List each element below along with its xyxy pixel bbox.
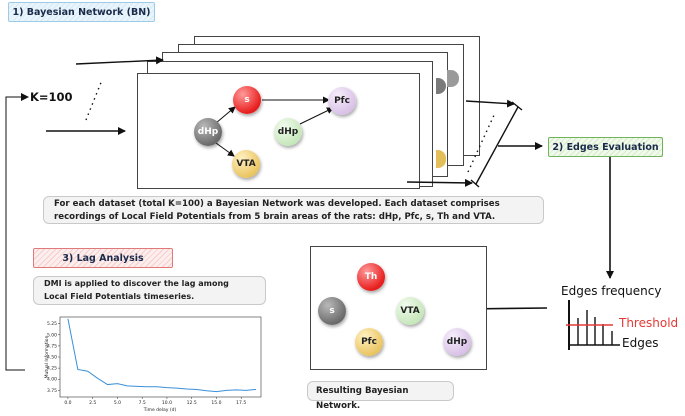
lag-description: DMI is applied to discover the lag among… (33, 276, 266, 305)
chart-plot-frame (59, 316, 262, 398)
input-dots (85, 79, 103, 121)
edges-axis-label: Edges (622, 336, 659, 350)
x-tick-label: 5.0 (114, 400, 121, 406)
y-tick-label: 5.00 (47, 332, 57, 338)
lag-chart: 3.75 4.00 4.25 4.50 4.75 5.00 5.25 0.0 2.5 5.0 7.… (44, 316, 262, 412)
bn-node-pfc: Pfc (328, 87, 356, 115)
x-axis-label: Time delay (d) (143, 407, 177, 412)
edge-histogram (566, 300, 620, 350)
stacked-node-fragment (436, 150, 446, 168)
y-tick-label: 4.00 (47, 377, 57, 383)
result-caption: Resulting Bayesian Network. (307, 381, 454, 411)
output-arrow-top (465, 99, 515, 108)
x-tick-label: 12.5 (187, 400, 197, 406)
y-tick-label: 4.50 (47, 355, 57, 361)
bn-node-vta: VTA (232, 150, 260, 178)
y-tick-label: 5.25 (47, 321, 57, 327)
edge-dhp-s (215, 106, 236, 124)
edges-frequency-label: Edges frequency (561, 284, 662, 298)
bn-node-dhp-gray: dHp (194, 118, 222, 146)
y-tick-label: 3.75 (47, 388, 57, 394)
y-tick-label: 4.75 (47, 343, 57, 349)
bn-node-dhp-green: dHp (274, 118, 302, 146)
series-line (67, 318, 257, 393)
x-tick-label: 2.5 (89, 400, 96, 406)
output-dots (467, 112, 496, 173)
edge-dhp-vta (215, 142, 235, 157)
x-tick-label: 7.5 (139, 400, 146, 406)
result-node-vta: VTA (396, 297, 424, 325)
loop-line (5, 96, 27, 371)
result-node-s: s (318, 297, 346, 325)
stacked-node-fragment (436, 78, 446, 94)
input-arrow-top (75, 56, 164, 65)
bn-description: For each dataset (total K=100) a Bayesia… (43, 196, 544, 224)
edges-section-label: 2) Edges Evaluation (548, 137, 663, 157)
result-node-th: Th (357, 263, 385, 291)
x-tick-label: 15.0 (211, 400, 221, 406)
output-bracket (475, 106, 519, 185)
y-axis-label: Mutual Information (44, 335, 50, 378)
x-tick-label: 0.0 (64, 400, 71, 406)
threshold-label: Threshold (619, 316, 679, 330)
result-node-dhp: dHp (443, 328, 471, 356)
k-label: K=100 (30, 90, 73, 104)
bn-section-label: 1) Bayesian Network (BN) (8, 2, 155, 22)
lag-section-label: 3) Lag Analysis (33, 248, 173, 268)
edge-dhp-pfc (299, 107, 334, 125)
stacked-node-fragment (447, 70, 459, 87)
result-node-pfc: Pfc (355, 328, 383, 356)
x-tick-label: 17.5 (236, 400, 246, 406)
x-tick-label: 10.0 (162, 400, 172, 406)
y-tick-label: 4.25 (47, 366, 57, 372)
bn-node-s: s (233, 86, 261, 114)
output-arrow-bottom (406, 178, 473, 187)
